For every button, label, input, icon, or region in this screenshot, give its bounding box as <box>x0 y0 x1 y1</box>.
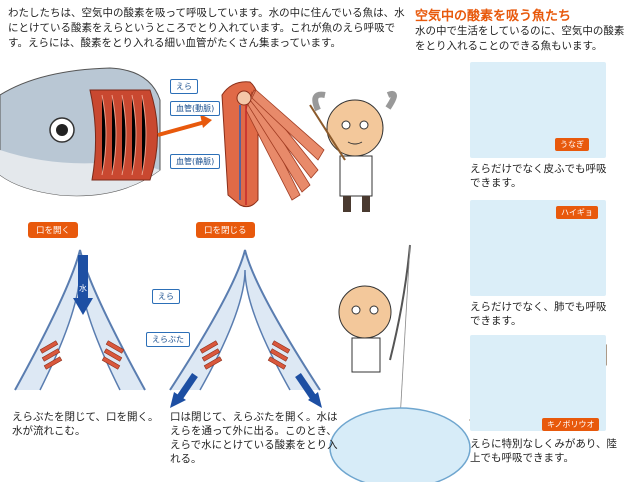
zoom-arrow <box>157 120 206 137</box>
label-mouth-open: 口を開く <box>28 222 79 238</box>
side-subtitle: 水の中で生活をしているのに、空気中の酸素をとり入れることのできる魚もいます。 <box>415 25 625 52</box>
mouth-open-diagram <box>14 249 146 391</box>
label-vessel-artery: 血管(動脈) <box>170 101 221 116</box>
caption-mouth-open: えらぶたを閉じて、口を開く。水が流れこむ。 <box>12 411 159 437</box>
fish-head-illustration <box>0 67 161 197</box>
mouth-closed-diagram <box>169 249 322 408</box>
gill-enlarged <box>221 81 325 208</box>
caption-mouth-close: 口は閉じて、えらぶたを開く。水はえらを通って外に出る。このとき、えらで水にとけて… <box>170 411 338 465</box>
fish-caption-lungfish: えらだけでなく、肺でも呼吸できます。 <box>470 301 607 327</box>
label-gill-mouth: えら <box>152 289 180 304</box>
label-water-open: 水 <box>79 284 87 293</box>
fish-panel-climbing-perch <box>470 335 606 431</box>
fish-name-climbing-perch: キノボリウオ <box>542 418 600 431</box>
label-vessel-vein: 血管(静脈) <box>170 154 221 169</box>
side-title: 空気中の酸素を吸う魚たち <box>415 9 572 24</box>
intro-text: わたしたちは、空気中の酸素を吸って呼吸しています。水の中に住んでいる魚は、水にと… <box>8 7 405 49</box>
fish-name-eel: うなぎ <box>555 138 589 151</box>
fish-caption-climbing-perch: えらに特別なしくみがあり、陸上でも呼吸できます。 <box>470 438 617 464</box>
pond <box>329 407 471 482</box>
label-gill-cover: えらぶた <box>146 332 190 347</box>
label-gill: えら <box>170 79 198 94</box>
label-mouth-close: 口を閉じる <box>196 222 255 238</box>
professor-figure-bottom <box>338 244 411 421</box>
fish-caption-eel: えらだけでなく皮ふでも呼吸できます。 <box>470 163 607 189</box>
fish-name-lungfish: ハイギョ <box>556 206 598 219</box>
professor-figure-top <box>309 90 397 212</box>
